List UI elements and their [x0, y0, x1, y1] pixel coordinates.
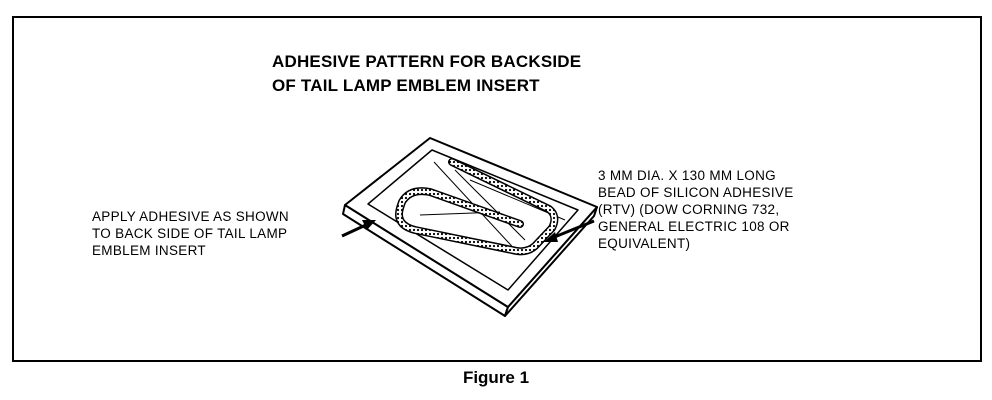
figure-frame: [12, 16, 982, 362]
right-leader-line: [551, 219, 595, 240]
right-callout-line-4: GENERAL ELECTRIC 108 OR: [598, 219, 790, 234]
left-leader-line: [341, 222, 369, 238]
right-callout-line-5: EQUIVALENT): [598, 236, 691, 251]
left-callout-line-3: EMBLEM INSERT: [92, 243, 206, 258]
panel-streak: [454, 169, 526, 241]
left-leader-arrowhead: [362, 220, 376, 230]
diagram-title: ADHESIVE PATTERN FOR BACKSIDE OF TAIL LA…: [272, 50, 692, 98]
right-callout-line-2: BEAD OF SILICON ADHESIVE: [598, 185, 794, 200]
insert-plate-top: [344, 137, 598, 308]
right-leader-arrowhead: [544, 232, 558, 242]
right-callout-line-1: 3 MM DIA. X 130 MM LONG: [598, 168, 776, 183]
left-callout-line-1: APPLY ADHESIVE AS SHOWN: [92, 209, 289, 224]
figure-caption: Figure 1: [462, 368, 530, 387]
left-callout-line-2: TO BACK SIDE OF TAIL LAMP: [92, 226, 288, 241]
right-callout-line-3: (RTV) (DOW CORNING 732,: [598, 202, 780, 217]
title-line-2: OF TAIL LAMP EMBLEM INSERT: [272, 76, 540, 95]
right-callout: 3 MM DIA. X 130 MM LONG BEAD OF SILICON …: [598, 167, 794, 252]
left-callout: APPLY ADHESIVE AS SHOWN TO BACK SIDE OF …: [92, 208, 289, 259]
insert-inner-panel: [367, 149, 579, 291]
adhesive-bead-texture: [396, 159, 557, 254]
title-line-1: ADHESIVE PATTERN FOR BACKSIDE: [272, 52, 582, 71]
